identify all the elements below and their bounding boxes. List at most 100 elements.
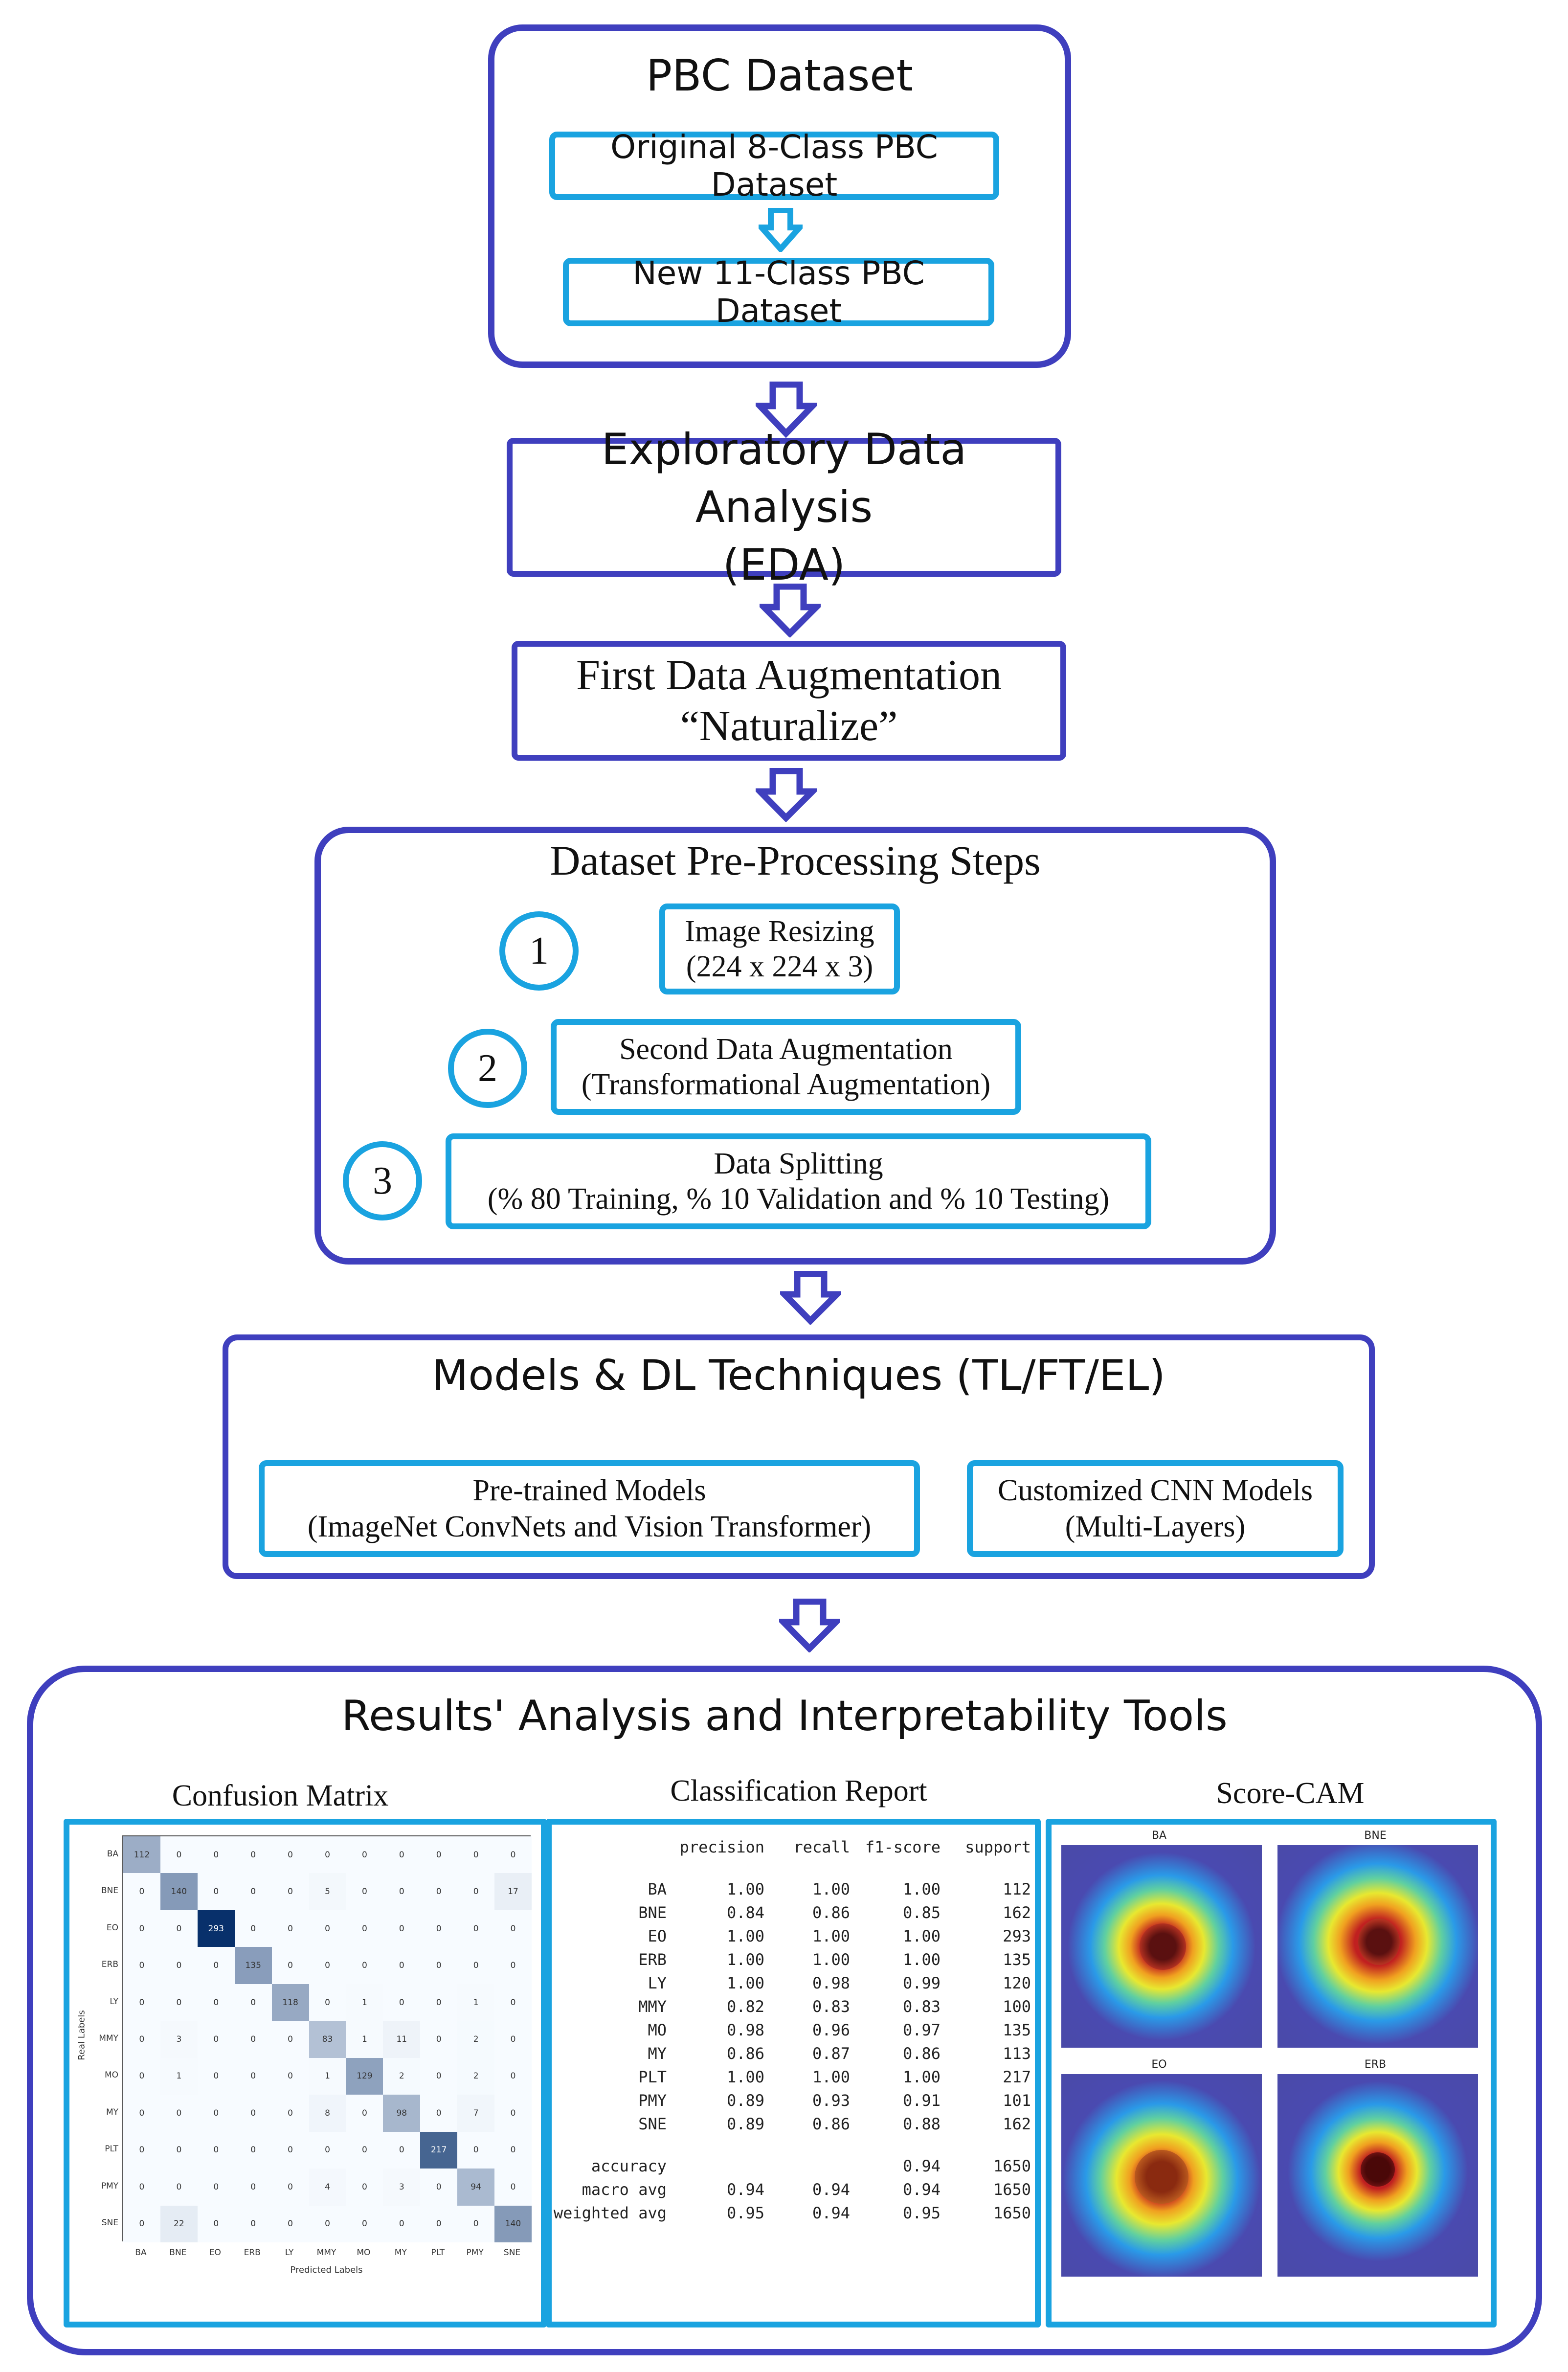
custom-cnn-box: Customized CNN Models (Multi-Layers) [967,1460,1344,1557]
confusion-cell: 129 [346,2057,383,2095]
confusion-y-tick-label: MO [104,2070,118,2080]
confusion-cell: 1 [346,2021,383,2058]
confusion-cell: 0 [457,1947,495,1984]
report-cell-f1: 1.00 [902,1880,941,1898]
confusion-cell: 0 [420,1836,458,1874]
confusion-cell: 0 [123,2169,160,2206]
confusion-cell: 0 [420,2057,458,2095]
confusion-cell: 0 [309,2205,346,2242]
report-cell-recall: 0.96 [812,2021,850,2039]
confusion-cell: 0 [197,1984,235,2021]
report-cell-precision: 0.94 [726,2180,764,2199]
report-cell-label: PMY [638,2091,667,2110]
report-cell-label: weighted avg [553,2204,667,2222]
confusion-cell: 0 [234,1910,272,1947]
confusion-y-tick-label: BA [107,1849,118,1859]
confusion-cell: 0 [383,1910,421,1947]
report-cell-label: SNE [638,2115,667,2133]
step-number: 2 [478,1046,497,1090]
image-resizing-box: Image Resizing (224 x 224 x 3) [659,904,900,994]
scorecam-heatmap-image [1277,2074,1478,2277]
confusion-cell: 3 [160,2021,198,2058]
confusion-cell: 118 [271,1984,309,2021]
confusion-cell: 5 [309,1873,346,1910]
confusion-cell: 83 [309,2021,346,2058]
confusion-cell: 0 [271,2057,309,2095]
confusion-cell: 2 [457,2057,495,2095]
confusion-cell: 0 [271,1947,309,1984]
report-cell-precision: 0.89 [726,2115,764,2133]
report-cell-label: ERB [638,1950,667,1969]
confusion-cell: 0 [420,1984,458,2021]
confusion-cell: 17 [494,1873,532,1910]
down-arrow-icon [780,1271,841,1325]
confusion-cell: 0 [346,1947,383,1984]
report-cell-precision: 0.86 [726,2044,764,2063]
confusion-cell: 0 [383,1947,421,1984]
confusion-cell: 0 [383,1984,421,2021]
report-cell-support: 162 [1003,1903,1031,1922]
report-cell-recall: 1.00 [812,1927,850,1945]
report-cell-recall: 0.93 [812,2091,850,2110]
confusion-y-tick-label: MMY [99,2033,118,2043]
confusion-cell: 0 [494,2169,532,2206]
confusion-cell: 0 [197,2057,235,2095]
confusion-cell: 0 [234,1984,272,2021]
step-number: 1 [529,929,549,972]
report-cell-precision: 1.00 [726,1974,764,1992]
confusion-cell: 0 [234,1873,272,1910]
confusion-cell: 0 [494,1910,532,1947]
step-line2: (% 80 Training, % 10 Validation and % 10… [487,1182,1110,1216]
report-cell-f1: 1.00 [902,1950,941,1969]
scorecam-heatmap-image [1061,2074,1262,2277]
report-cell-recall [764,2154,850,2178]
models-panel: Models & DL Techniques (TL/FT/EL) Pre-tr… [223,1334,1375,1579]
report-cell-support: 135 [1003,2021,1031,2039]
confusion-cell: 3 [383,2169,421,2206]
confusion-cell: 0 [346,2095,383,2132]
confusion-cell: 0 [309,1947,346,1984]
augmentation-line2: “Naturalize” [680,702,898,750]
report-cell-recall: 1.00 [812,1880,850,1898]
confusion-cell: 0 [123,2131,160,2169]
original-dataset-box: Original 8-Class PBC Dataset [549,128,999,203]
step-line1: Second Data Augmentation [619,1033,953,1066]
confusion-cell: 0 [457,1836,495,1874]
report-cell-f1: 0.83 [902,1997,941,2016]
report-cell-support: 135 [1003,1950,1031,1969]
confusion-cell: 0 [494,2131,532,2169]
confusion-cell: 0 [271,2021,309,2058]
report-cell-label: BA [648,1880,667,1898]
confusion-y-tick-label: SNE [101,2218,118,2228]
eda-line2: (EDA) [722,540,846,590]
confusion-cell: 0 [234,2095,272,2132]
confusion-cell: 0 [457,2205,495,2242]
report-cell-f1: 0.85 [902,1903,941,1922]
confusion-cell: 0 [420,2095,458,2132]
step-number-badge: 1 [499,911,579,991]
confusion-cell: 0 [271,1873,309,1910]
confusion-cell: 0 [383,1836,421,1874]
report-cell-support: 217 [1003,2068,1031,2086]
report-header: precision [679,1838,764,1856]
confusion-cell: 2 [457,2021,495,2058]
confusion-cell: 0 [160,2095,198,2132]
pretrained-models-box: Pre-trained Models (ImageNet ConvNets an… [259,1460,920,1557]
confusion-cell: 0 [234,2169,272,2206]
down-arrow-icon [759,208,803,252]
report-cell-precision: 0.84 [726,1903,764,1922]
report-header: recall [793,1838,850,1856]
confusion-x-tick-label: MY [394,2248,407,2258]
confusion-x-axis-label: Predicted Labels [290,2265,363,2275]
report-cell-label: MO [648,2021,667,2039]
report-cell-f1: 1.00 [902,2068,941,2086]
confusion-cell: 0 [197,2205,235,2242]
report-cell-recall: 0.86 [812,1903,850,1922]
